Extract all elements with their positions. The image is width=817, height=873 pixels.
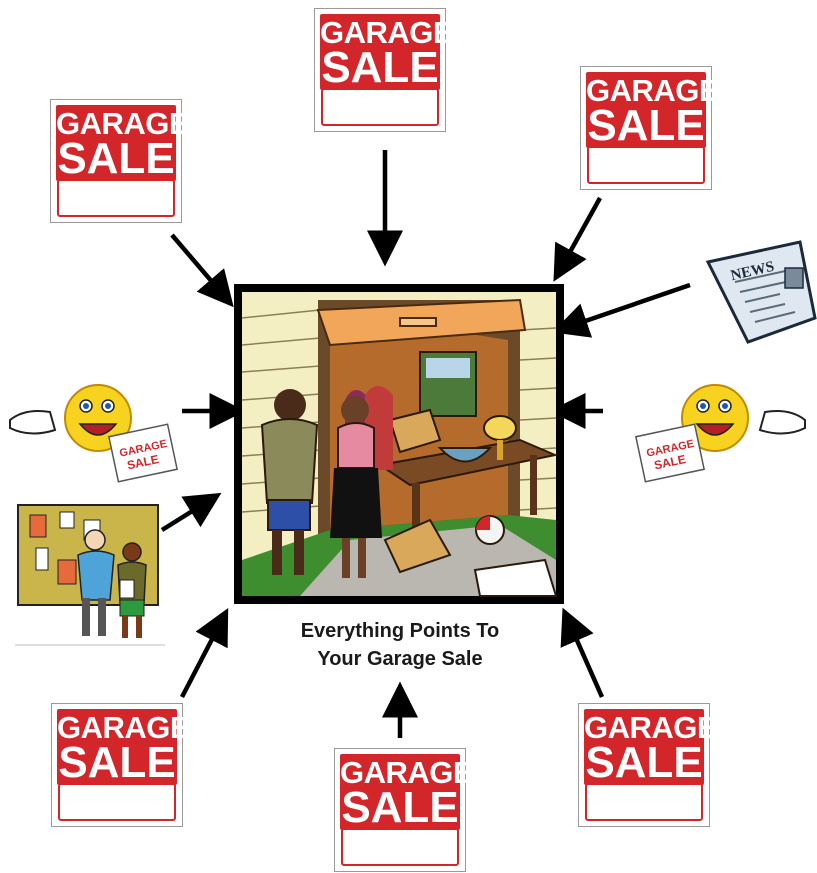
sign-blank-area [321, 88, 439, 126]
garage-sale-sign-top-left: GARAGE SALE [50, 99, 182, 223]
garage-sale-sign-bottom-left: GARAGE SALE [51, 703, 183, 827]
bulletin-board-icon [15, 505, 165, 645]
sign-line2: SALE [320, 47, 440, 89]
garage-scene-illustration [234, 284, 564, 604]
smiley-pointing-icon-right: GARAGE SALE [636, 385, 805, 482]
garage-sale-sign-top-right: GARAGE SALE [580, 66, 712, 190]
garage-sale-sign-bottom: GARAGE SALE [334, 748, 466, 872]
sign-line2: SALE [584, 742, 704, 784]
smiley-pointing-icon-left: GARAGE SALE [10, 385, 177, 482]
sign-blank-area [341, 828, 459, 866]
caption-line1: Everything Points To [225, 620, 575, 643]
sign-blank-area [587, 146, 705, 184]
sign-blank-area [57, 179, 175, 217]
newspaper-icon: NEWS [708, 242, 815, 342]
sign-blank-area [58, 783, 176, 821]
arrow-bulletin [162, 500, 210, 530]
sign-line2: SALE [586, 105, 706, 147]
arrow-news [565, 285, 690, 328]
garage-sale-sign-bottom-right: GARAGE SALE [578, 703, 710, 827]
arrow-bottom-left [182, 620, 222, 697]
sign-line2: SALE [56, 138, 176, 180]
arrow-top-right [560, 198, 600, 270]
sign-line2: SALE [57, 742, 177, 784]
caption-line2: Your Garage Sale [225, 648, 575, 671]
arrow-top-left [172, 235, 225, 297]
sign-line2: SALE [340, 787, 460, 829]
sign-blank-area [585, 783, 703, 821]
garage-sale-sign-top: GARAGE SALE [314, 8, 446, 132]
